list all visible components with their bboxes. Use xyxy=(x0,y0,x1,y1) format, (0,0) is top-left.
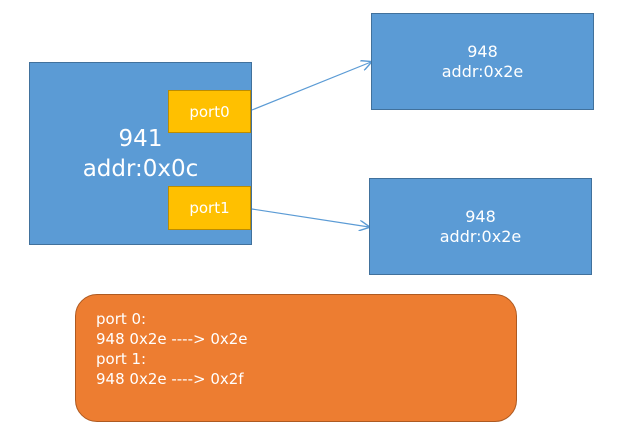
device-948-lower-addr: addr:0x2e xyxy=(439,226,522,246)
note-line-port1-mapping: 948 0x2e ----> 0x2f xyxy=(96,370,244,388)
port0-block: port0 xyxy=(168,90,251,133)
connector-port1-to-948-b xyxy=(251,208,369,227)
address-mapping-note: port 0: 948 0x2e ----> 0x2e port 1: 948 … xyxy=(75,294,517,422)
device-941-id: 941 xyxy=(118,125,163,152)
device-948-box-upper: 948 addr:0x2e xyxy=(371,13,594,110)
note-line-port1-header: port 1: xyxy=(96,350,147,368)
note-line-port0-header: port 0: xyxy=(96,310,147,328)
device-948-upper-addr: addr:0x2e xyxy=(441,61,524,81)
note-line-port0-mapping: 948 0x2e ----> 0x2e xyxy=(96,330,248,348)
device-948-box-lower: 948 addr:0x2e xyxy=(369,178,592,275)
device-941-addr: addr:0x0c xyxy=(82,155,199,182)
port0-label: port0 xyxy=(189,102,230,121)
port1-block: port1 xyxy=(168,186,251,230)
port1-label: port1 xyxy=(189,199,230,217)
device-948-lower-id: 948 xyxy=(465,206,496,226)
device-948-upper-id: 948 xyxy=(467,41,498,61)
connector-port0-to-948-a xyxy=(251,62,371,111)
